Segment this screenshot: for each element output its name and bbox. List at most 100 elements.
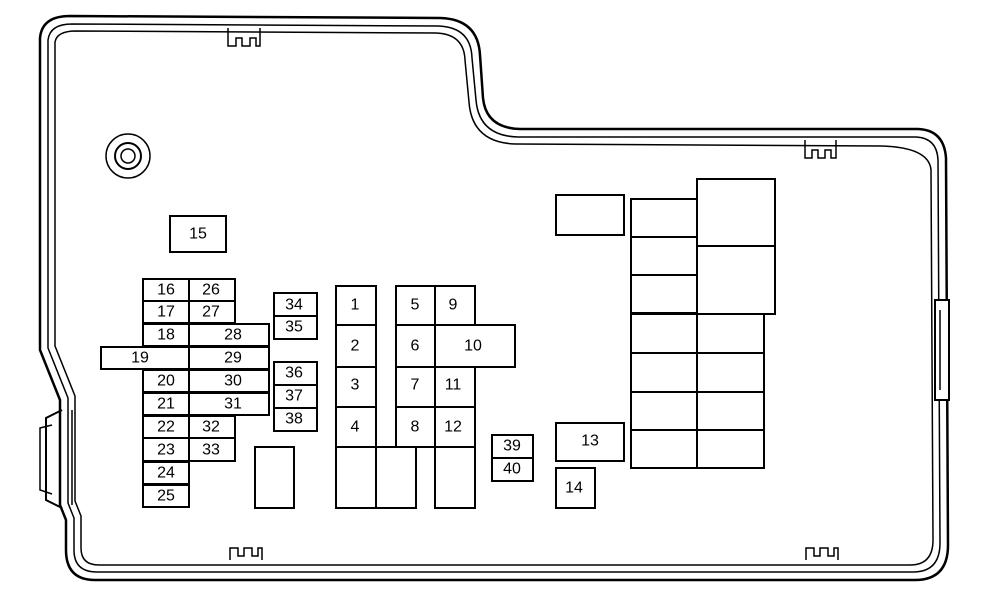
spare-slot-left [254,446,295,509]
housing-clip-bottom-left [229,547,263,560]
svg-text:21: 21 [157,396,175,413]
fuse-37[interactable]: 37 [273,384,318,409]
fuse-27[interactable]: 27 [188,300,236,324]
fuse-11[interactable]: 11 [434,366,476,408]
fuse-10[interactable]: 10 [434,324,516,368]
svg-text:8: 8 [411,419,420,436]
housing-clip-bottom-right [805,547,839,560]
fuse-23[interactable]: 23 [142,437,190,462]
fuse-15[interactable]: 15 [169,215,227,253]
relay-col-left-7 [630,429,698,469]
relay-large-2 [696,245,776,315]
svg-text:19: 19 [131,350,149,367]
fuse-35[interactable]: 35 [273,315,318,340]
fuse-25[interactable]: 25 [142,484,190,508]
svg-text:20: 20 [157,373,175,390]
spare-slot-b [375,446,417,509]
fuse-12[interactable]: 12 [434,406,476,448]
relay-col-right-2 [696,352,765,393]
fuse-18[interactable]: 18 [142,323,190,347]
fuse-34[interactable]: 34 [273,292,318,317]
fuse-22[interactable]: 22 [142,415,190,439]
fuse-29[interactable]: 29 [188,346,270,370]
svg-text:34: 34 [285,297,303,314]
fuse-17[interactable]: 17 [142,300,190,324]
svg-text:38: 38 [285,411,303,428]
relay-col-left-6 [630,391,698,431]
fuse-40[interactable]: 40 [491,457,534,482]
fuse-28[interactable]: 28 [188,323,270,347]
svg-text:14: 14 [565,480,583,497]
relay-col-left-4 [630,313,698,354]
fuse-7[interactable]: 7 [395,366,436,408]
svg-text:6: 6 [411,338,420,355]
svg-text:24: 24 [157,465,175,482]
svg-text:31: 31 [224,396,242,413]
relay-col-right-3 [696,391,765,431]
fuse-2[interactable]: 2 [335,324,377,368]
fuse-1[interactable]: 1 [335,285,377,326]
housing-clip-right-top [804,140,837,159]
fuse-8[interactable]: 8 [395,406,436,448]
fuse-38[interactable]: 38 [273,407,318,432]
spare-slot-c [434,446,476,509]
svg-text:26: 26 [202,282,220,299]
fuse-33[interactable]: 33 [188,437,236,462]
svg-text:2: 2 [351,338,360,355]
fuse-30[interactable]: 30 [188,369,270,393]
fuse-13[interactable]: 13 [555,422,625,462]
fuse-4[interactable]: 4 [335,406,377,448]
relay-col-left-1 [630,198,698,238]
svg-text:15: 15 [189,226,207,243]
fuse-20[interactable]: 20 [142,369,190,393]
svg-text:3: 3 [351,377,360,394]
svg-text:37: 37 [285,388,303,405]
relay-col-right-4 [696,429,765,469]
spare-slots [254,446,476,509]
relay-col-left-3 [630,274,698,314]
svg-text:22: 22 [157,419,175,436]
svg-text:7: 7 [411,377,420,394]
svg-text:36: 36 [285,365,303,382]
fuse-3[interactable]: 3 [335,366,377,408]
svg-text:33: 33 [202,442,220,459]
relay-col-right-1 [696,313,765,354]
fuse-19[interactable]: 19 [100,346,190,370]
svg-text:12: 12 [444,419,462,436]
relay-large-1 [696,178,776,247]
svg-text:11: 11 [445,377,462,394]
housing-latch-right [934,299,950,401]
svg-text:13: 13 [581,433,599,450]
svg-text:25: 25 [157,488,175,505]
fuse-24[interactable]: 24 [142,461,190,485]
housing-clip-top [227,28,261,47]
svg-text:10: 10 [464,338,482,355]
fuse-32[interactable]: 32 [188,415,236,439]
fuse-31[interactable]: 31 [188,392,270,416]
fuse-16[interactable]: 16 [142,278,190,302]
svg-text:4: 4 [351,419,360,436]
fuse-36[interactable]: 36 [273,361,318,386]
svg-text:40: 40 [503,461,521,478]
svg-text:29: 29 [224,350,242,367]
relay-slot-top-small [555,194,625,236]
fuse-5[interactable]: 5 [395,285,436,326]
fuse-box-housing [38,14,950,582]
svg-text:39: 39 [503,438,521,455]
fuse-14[interactable]: 14 [555,467,596,509]
svg-text:28: 28 [224,327,242,344]
svg-text:16: 16 [157,282,175,299]
svg-text:5: 5 [411,297,420,314]
svg-text:17: 17 [157,304,175,321]
relay-col-left-2 [630,236,698,276]
relay-block [555,178,776,469]
housing-latch-left [39,409,73,509]
svg-text:9: 9 [449,297,458,314]
fuse-21[interactable]: 21 [142,392,190,416]
fuse-39[interactable]: 39 [491,434,534,459]
fuse-9[interactable]: 9 [434,285,476,326]
mounting-bolt [105,133,151,179]
fuse-6[interactable]: 6 [395,324,436,368]
fuse-26[interactable]: 26 [188,278,236,302]
